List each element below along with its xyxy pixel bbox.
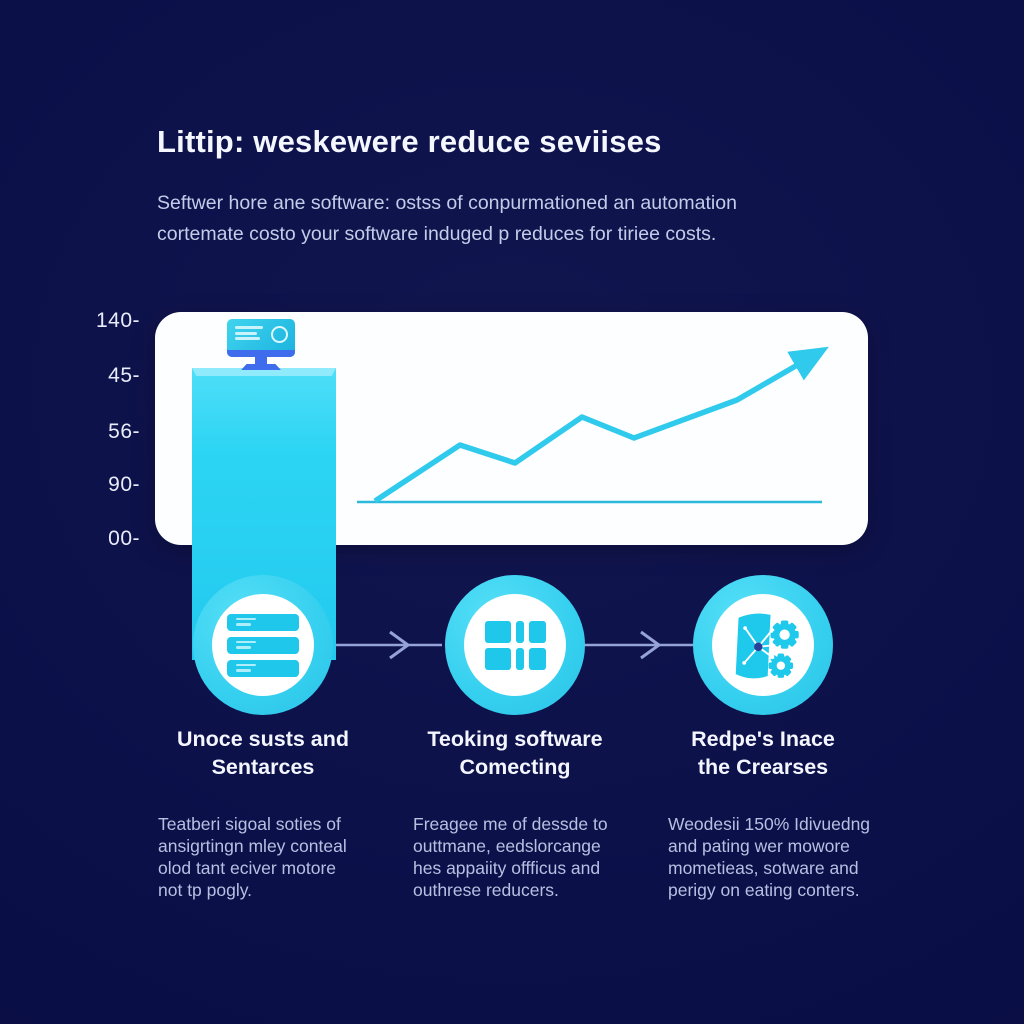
page-subtitle: Seftwer hore ane software: ostss of conp…	[157, 192, 737, 245]
monitor-stand-neck	[255, 357, 267, 364]
monitor-stand-base	[241, 364, 281, 370]
monitor-text-line	[235, 337, 260, 340]
page-title: Littip: weskewere reduce seviises	[157, 124, 662, 159]
step-body-1: Teatberi sigoal soties of ansigrtingn ml…	[158, 814, 347, 900]
arrow-right-icon	[581, 630, 693, 660]
step-heading-1: Unoce susts and Sentarces	[176, 727, 350, 779]
monitor-icon	[227, 319, 295, 370]
step-circle-3	[693, 575, 833, 715]
step-circle-inner	[712, 594, 814, 696]
step-heading-3: Redpe's Inace the Crearses	[691, 727, 835, 779]
step-body-3: Weodesii 150% Idivuedng and pating wer m…	[668, 814, 871, 900]
step-circle-2	[445, 575, 585, 715]
trend-line	[373, 346, 829, 504]
monitor-circle-glyph	[271, 326, 288, 343]
y-axis-tick: 45-	[108, 364, 140, 387]
y-axis-tick: 140-	[95, 309, 140, 332]
monitor-text-line	[235, 331, 257, 335]
trend-chart	[357, 346, 829, 504]
y-axis-tick: 56-	[108, 420, 140, 443]
grid-icon	[484, 620, 546, 670]
server-icon	[227, 613, 299, 677]
step-circle-1	[193, 575, 333, 715]
step-circle-inner	[464, 594, 566, 696]
arrow-right-icon	[336, 630, 442, 660]
monitor-text-line	[235, 326, 263, 329]
monitor-bezel	[227, 350, 295, 357]
step-body-2: Freagee me of dessde to outtmane, eedslo…	[413, 814, 608, 900]
y-axis-tick: 00-	[108, 527, 140, 550]
step-heading-2: Teoking software Comecting	[427, 727, 603, 779]
gears-network-icon	[735, 613, 799, 679]
step-circle-inner	[212, 594, 314, 696]
monitor-screen	[227, 319, 295, 357]
y-axis-tick: 90-	[108, 473, 140, 496]
